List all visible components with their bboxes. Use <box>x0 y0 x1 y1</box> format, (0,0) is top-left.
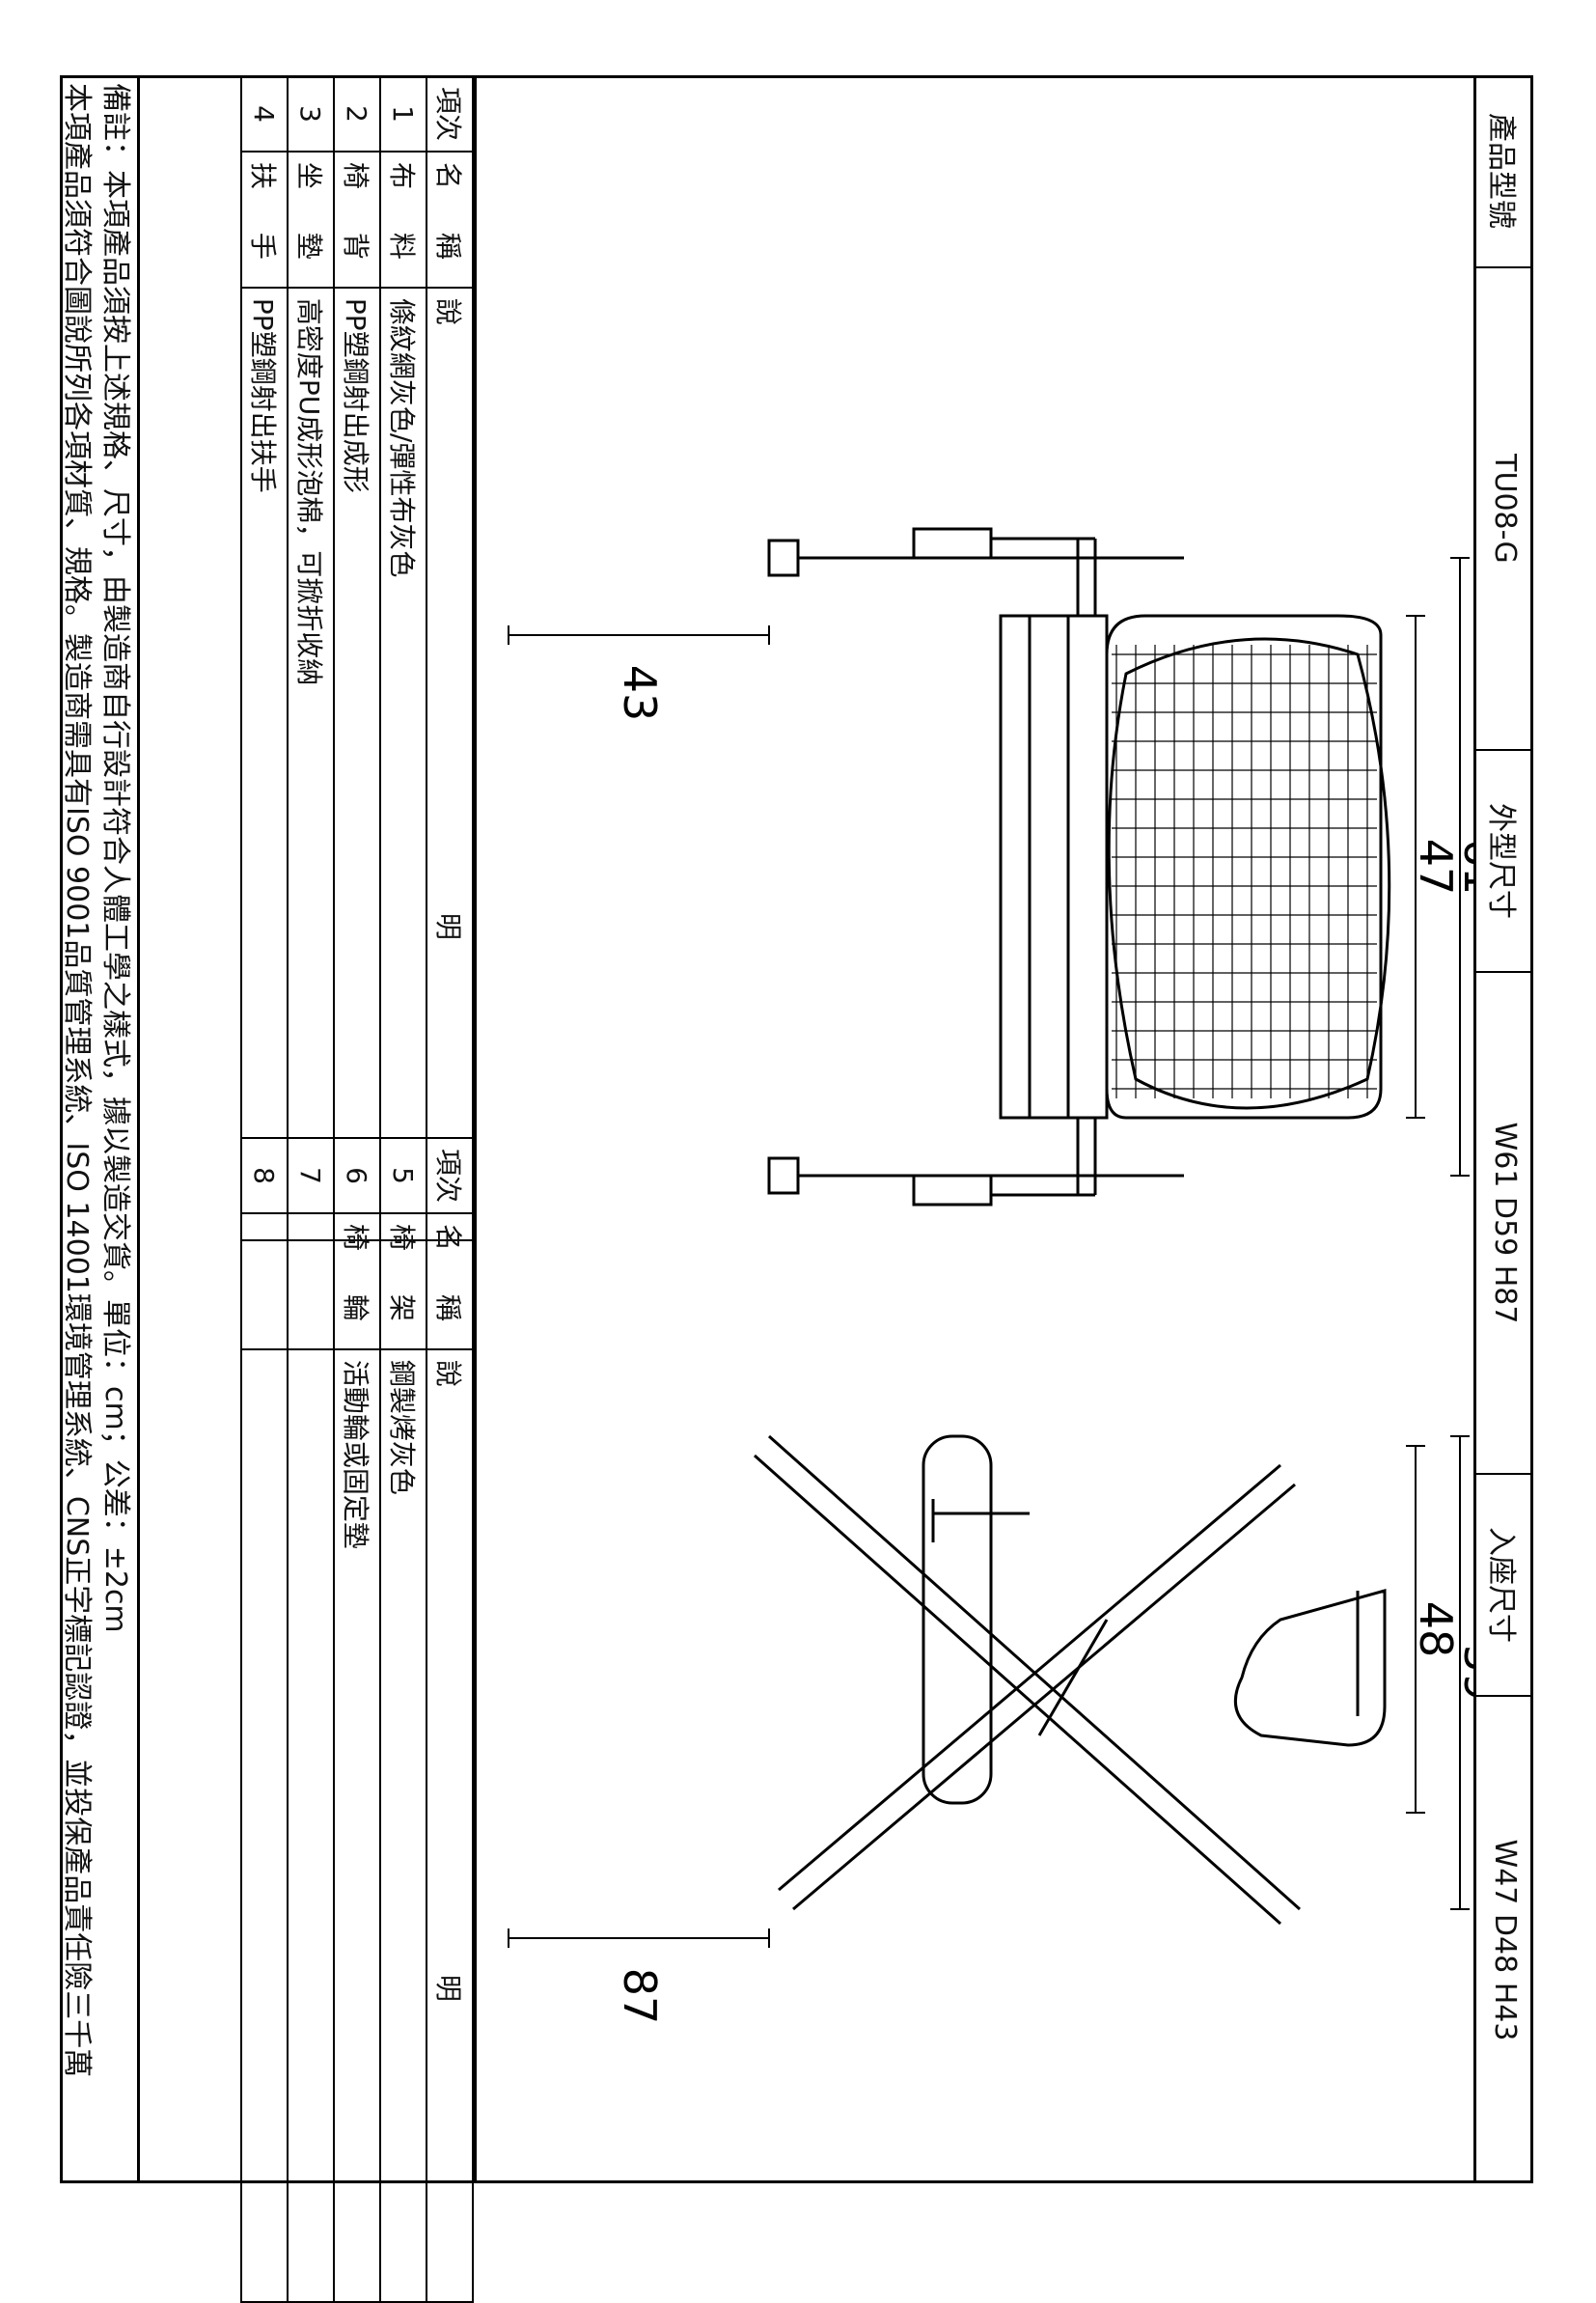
row-desc: PP塑鋼射出成形 <box>334 287 380 1240</box>
table-row: 4 扶 手 PP塑鋼射出扶手 <box>241 76 288 1240</box>
table-row: 8 <box>241 1138 288 2302</box>
dim-height-seat: 43 <box>614 665 666 722</box>
row-no: 8 <box>241 1138 288 1214</box>
spec-sheet: 產品型號 TU08-G 外型尺寸 W61 D59 H87 入座尺寸 W47 D4… <box>57 75 1533 2302</box>
outer-size-label: 外型尺寸 <box>1476 751 1533 973</box>
row-no: 5 <box>380 1138 427 1214</box>
chair-side-view <box>754 1434 1387 1926</box>
row-desc <box>241 1348 288 2302</box>
row-desc: PP塑鋼射出扶手 <box>241 287 288 1240</box>
table-row: 7 <box>288 1138 334 2302</box>
table-row: 1 布 料 條紋網灰色/彈性布灰色 <box>380 76 427 1240</box>
dim-width-total: 61 <box>1454 839 1473 896</box>
seat-size-label: 入座尺寸 <box>1476 1475 1533 1697</box>
row-desc: 活動輪或固定墊 <box>334 1348 380 2302</box>
table-row: 3 坐 墊 高密度PU成形泡棉，可掀折收納 <box>288 76 334 1240</box>
row-name: 椅 背 <box>334 152 380 288</box>
dimension-lines <box>508 557 1470 1948</box>
dim-width-seat: 47 <box>1410 839 1462 896</box>
notes-line-1: 備註：本項產品須按上述規格、尺寸，由製造商自行設計符合人體工學之樣式，據以製造交… <box>98 83 132 1633</box>
table-header-row: 項次 名 稱 說 明 <box>427 76 473 1240</box>
product-info-bar: 產品型號 TU08-G 外型尺寸 W61 D59 H87 入座尺寸 W47 D4… <box>1473 75 1533 2183</box>
row-no: 1 <box>380 76 427 153</box>
header-no: 項次 <box>427 76 473 153</box>
chair-front-view <box>767 527 1391 1207</box>
seat-size-value: W47 D48 H43 <box>1488 1839 1522 2041</box>
dim-depth-total: 59 <box>1454 1645 1473 1702</box>
header-no: 項次 <box>427 1138 473 1214</box>
row-no: 3 <box>288 76 334 153</box>
row-desc: 高密度PU成形泡棉，可掀折收納 <box>288 287 334 1240</box>
table-row: 2 椅 背 PP塑鋼射出成形 <box>334 76 380 1240</box>
spec-table-right: 項次 名 稱 說 明 5 椅 架 鋼製烤灰色 6 椅 輪 活動輪或固定墊 7 8 <box>240 1137 474 2303</box>
row-name: 椅 架 <box>380 1213 427 1349</box>
notes-line-2: 本項產品須符合圖說所列各項材質、規格。製造商需具有ISO 9001品質管理系統、… <box>60 83 94 2078</box>
row-name: 扶 手 <box>241 152 288 288</box>
spec-table-left: 項次 名 稱 說 明 1 布 料 條紋網灰色/彈性布灰色 2 椅 背 PP塑鋼射… <box>240 75 474 1241</box>
row-name <box>288 1213 334 1349</box>
row-desc: 條紋網灰色/彈性布灰色 <box>380 287 427 1240</box>
header-desc: 說 明 <box>427 1348 473 2302</box>
header-desc: 說 明 <box>427 287 473 1240</box>
notes-block: 備註：本項產品須按上述規格、尺寸，由製造商自行設計符合人體工學之樣式，據以製造交… <box>57 75 140 2183</box>
row-no: 7 <box>288 1138 334 1214</box>
table-row: 6 椅 輪 活動輪或固定墊 <box>334 1138 380 2302</box>
row-desc: 鋼製烤灰色 <box>380 1348 427 2302</box>
header-name: 名 稱 <box>427 152 473 288</box>
row-name: 布 料 <box>380 152 427 288</box>
row-name <box>241 1213 288 1349</box>
model-value: TU08-G <box>1476 268 1533 751</box>
chair-technical-drawing: 61 47 43 59 48 87 <box>508 527 1473 2025</box>
row-no: 4 <box>241 76 288 153</box>
table-header-row: 項次 名 稱 說 明 <box>427 1138 473 2302</box>
dim-depth-seat: 48 <box>1410 1601 1462 1658</box>
row-no: 2 <box>334 76 380 153</box>
row-name: 坐 墊 <box>288 152 334 288</box>
header-name: 名 稱 <box>427 1213 473 1349</box>
row-no: 6 <box>334 1138 380 1214</box>
outer-size-value: W61 D59 H87 <box>1476 973 1533 1475</box>
row-name: 椅 輪 <box>334 1213 380 1349</box>
row-desc <box>288 1348 334 2302</box>
model-label: 產品型號 <box>1476 75 1533 268</box>
spec-table-area: 項次 名 稱 說 明 1 布 料 條紋網灰色/彈性布灰色 2 椅 背 PP塑鋼射… <box>57 75 477 2302</box>
dim-height-total: 87 <box>614 1968 666 2025</box>
table-row: 5 椅 架 鋼製烤灰色 <box>380 1138 427 2302</box>
drawing-frame <box>60 75 1533 2183</box>
